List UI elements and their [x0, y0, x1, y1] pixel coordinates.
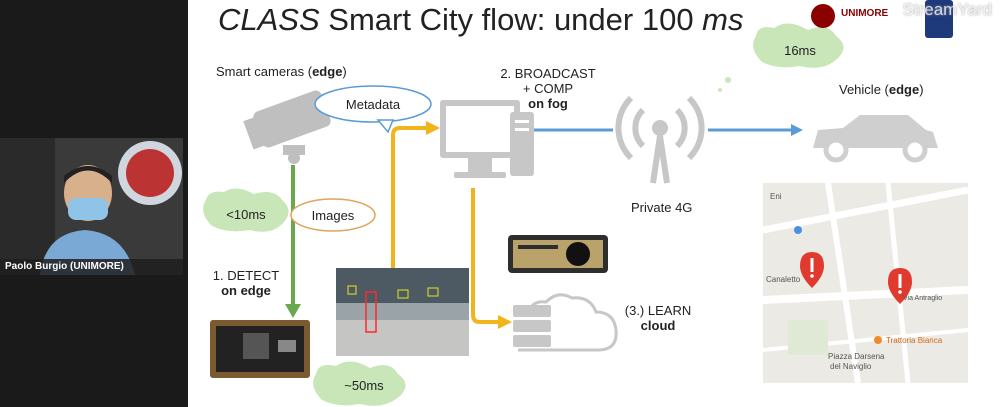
edge-board-image — [210, 320, 310, 378]
cloud-server-icon — [513, 293, 618, 352]
map-pin-icon — [888, 268, 912, 304]
ms16-bubble: 16ms — [784, 42, 816, 58]
presenter-image — [0, 138, 183, 275]
private-4g-label: Private 4G — [631, 200, 693, 215]
detect-arrow-head — [285, 304, 301, 318]
city-map — [762, 182, 969, 384]
map-label-trattoria: Trattoria Bianca — [886, 336, 943, 345]
map-pin-icon — [800, 252, 824, 288]
approx50ms-bubble-shape — [313, 361, 406, 406]
upload-arrow — [391, 126, 428, 270]
presenter-video: Paolo Burgio (UNIMORE) — [0, 138, 183, 275]
approx50ms-bubble: ~50ms — [344, 377, 384, 393]
metadata-bubble: Metadata — [345, 96, 401, 112]
presenter-name: Paolo Burgio (UNIMORE) — [0, 259, 183, 275]
ms16-bubble-shape — [753, 23, 844, 68]
camera-icon — [243, 90, 331, 164]
slide-title: CLASS Smart City flow: under 100 ms — [218, 2, 744, 37]
images-bubble: Images — [311, 207, 355, 223]
gpu-image — [508, 235, 608, 273]
map-label-antraglio: Via Antraglio — [903, 295, 943, 302]
learn-arrow — [471, 188, 500, 324]
upload-arrow-head — [426, 121, 440, 135]
map-label-piazza: Piazza Darsena — [828, 352, 885, 361]
metadata-bubble-tail — [376, 119, 395, 134]
unimore-logo — [811, 0, 953, 38]
logo-text: UNIMORE — [841, 8, 889, 19]
lt10ms-bubble: <10ms — [226, 206, 266, 222]
detection-photo — [336, 268, 469, 356]
lt10ms-bubble-shape — [203, 188, 289, 232]
learn-arrow-head — [498, 315, 512, 329]
slide-graphics — [203, 0, 969, 406]
vehicle-label: Vehicle (edge) — [839, 82, 924, 97]
map-label-canaletto: Canaletto — [766, 275, 801, 284]
slide: CLASS Smart City flow: under 100 ms UNIM… — [188, 0, 1000, 407]
car-icon — [813, 115, 938, 163]
map-label-naviglio: del Naviglio — [830, 362, 872, 371]
broadcast-arrow-head — [791, 124, 803, 136]
map-label-eni: Eni — [770, 192, 782, 201]
metadata-bubble-shape — [314, 85, 432, 123]
smart-cameras-label: Smart cameras (edge) — [216, 64, 347, 79]
computer-icon — [440, 100, 534, 178]
antenna-icon — [615, 95, 705, 184]
watermark: StreamYard — [902, 0, 992, 19]
images-bubble-shape — [290, 198, 376, 232]
